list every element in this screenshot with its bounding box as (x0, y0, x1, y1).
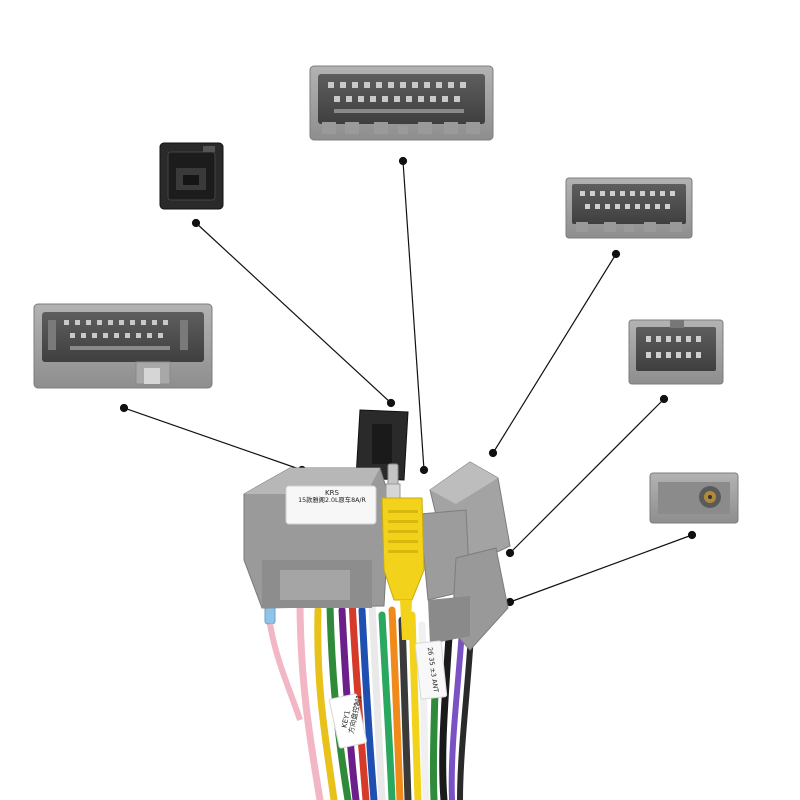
pink-wire-tip (264, 601, 303, 721)
connector-face-antenna (649, 472, 739, 524)
harness-connector-black (355, 409, 409, 481)
connector-face-right-small (628, 319, 724, 385)
harness-main-label: KRS 15款雅阁2.0L原车8A/R (291, 489, 373, 505)
harness-connector-main (243, 467, 391, 609)
harness-connector-right-stack (419, 461, 511, 651)
connector-face-left-large (33, 303, 213, 389)
wire-tag-ant (414, 640, 448, 700)
rca-connector-yellow (381, 463, 425, 640)
wire-tag-key (328, 693, 368, 749)
connector-face-top-large (309, 65, 494, 141)
connector-face-black-small (159, 142, 224, 210)
connector-face-right-medium (565, 177, 693, 239)
harness-label-model: KRS (325, 489, 339, 497)
harness-label-vehicle: 15款雅阁2.0L原车8A/R (298, 497, 366, 504)
